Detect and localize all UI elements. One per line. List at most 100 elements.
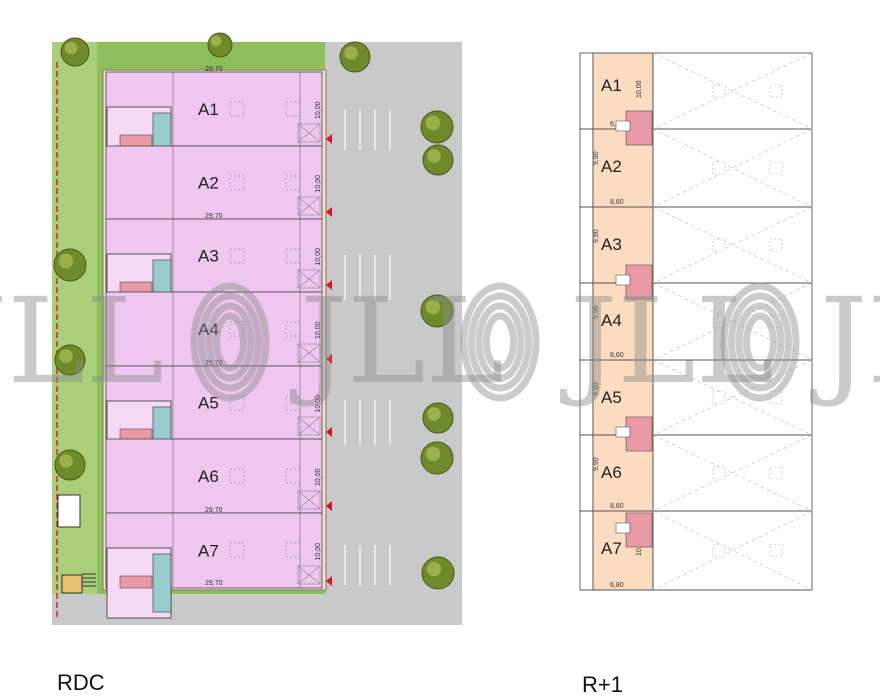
void-cross <box>652 206 813 284</box>
unit-height-dim: 10,00 <box>315 101 322 119</box>
unit-label: A5 <box>601 388 622 407</box>
loading-door-cross <box>297 565 321 585</box>
fixture-mark <box>229 468 245 484</box>
stairs <box>625 416 653 452</box>
tree-highlight <box>425 115 441 131</box>
fixture-mark <box>769 238 783 252</box>
upper-unit-a2: A29,908,60 <box>580 128 813 208</box>
landing <box>615 522 631 534</box>
void-cross <box>652 434 813 512</box>
loading-door-cross <box>297 269 321 289</box>
void-cross <box>652 359 813 436</box>
unit-label: A1 <box>198 100 219 119</box>
fixture-mark <box>712 315 726 328</box>
lawn-strip <box>52 42 97 625</box>
fixture-mark <box>712 544 726 557</box>
fixture-mark <box>285 321 301 337</box>
loading-door-box <box>297 343 321 363</box>
unit-label: A6 <box>601 463 622 482</box>
landing <box>615 120 631 132</box>
fixture-mark <box>229 175 245 191</box>
fixture-mark <box>769 84 783 98</box>
loading-door-box <box>297 269 321 289</box>
unit-bottom-dim: 6,80 <box>610 582 624 589</box>
void-cross <box>652 434 813 512</box>
fixture-mark <box>229 395 245 411</box>
fixture-mark <box>769 161 783 175</box>
fixture-mark <box>712 238 726 252</box>
stairs <box>119 134 153 148</box>
watermark-logo-ring <box>460 282 540 402</box>
tree-highlight <box>59 349 73 363</box>
stairs <box>625 264 653 300</box>
unit-label: A7 <box>601 539 622 558</box>
parking-bays <box>344 110 391 585</box>
ground-unit-a1: A1 10,00 <box>105 71 332 178</box>
unit-label: A6 <box>198 467 219 486</box>
fixture-mark <box>769 544 783 557</box>
loading-door-cross <box>297 416 321 436</box>
fixture-mark <box>712 466 726 480</box>
stairs <box>119 575 153 589</box>
fixture-mark <box>769 391 783 404</box>
loading-door-cross <box>297 196 321 216</box>
entrance-marker <box>326 354 332 364</box>
tree-highlight <box>59 454 73 468</box>
upper-floor-caption: R+1 <box>582 672 623 697</box>
tree-highlight <box>425 446 441 462</box>
unit-bottom-dim: 8,60 <box>610 199 624 206</box>
watermark-logo-ring <box>743 312 777 372</box>
entrance-marker <box>326 207 332 217</box>
watermark-logo-ring <box>475 302 525 382</box>
watermark-text: JLL <box>560 272 774 410</box>
fixture-mark <box>769 315 783 328</box>
fixture-mark <box>712 161 726 175</box>
fixture-mark <box>712 84 726 98</box>
utility-box <box>57 494 81 528</box>
loading-door-box <box>297 416 321 436</box>
void-cross <box>652 282 813 361</box>
fixture-mark <box>285 468 301 484</box>
tree-highlight <box>427 407 441 421</box>
entrance-marker <box>326 427 332 437</box>
stair-box <box>61 574 83 594</box>
stairs <box>625 110 653 146</box>
loading-door-cross <box>297 490 321 510</box>
void-cross <box>652 128 813 208</box>
fixture-mark <box>285 542 301 558</box>
fixture-mark <box>229 248 245 264</box>
trees <box>53 32 455 590</box>
entrance-marker <box>326 576 332 586</box>
fixture-mark <box>285 395 301 411</box>
loading-door-cross <box>297 343 321 363</box>
unit-height-dim: 10,00 <box>315 543 322 561</box>
watermark-text: JLL <box>0 272 164 410</box>
watermark-logo-ring <box>728 292 792 392</box>
unit-side-dim: 9,90 <box>593 305 600 319</box>
loading-door-box <box>297 196 321 216</box>
unit-height-dim: 10,00 <box>315 395 322 413</box>
unit-label: A2 <box>198 174 219 193</box>
watermark-logo-ring <box>198 292 262 392</box>
unit-bottom-dim: 8,60 <box>610 352 624 359</box>
fixture-mark <box>229 542 245 558</box>
watermark-logo-ring <box>190 282 270 402</box>
tree-highlight <box>425 299 441 315</box>
unit-label: A1 <box>601 76 622 95</box>
entrance-marks <box>82 573 96 587</box>
unit-height-dim: 10,00 <box>315 175 322 193</box>
loading-door-box <box>297 123 321 143</box>
unit-label: A2 <box>601 157 622 176</box>
fixture-mark <box>712 391 726 404</box>
watermark-logo-ring <box>468 292 532 392</box>
watermark-logo-ring <box>205 302 255 382</box>
tree-highlight <box>210 35 222 47</box>
fixture-mark <box>229 101 245 117</box>
unit-label: A4 <box>198 320 219 339</box>
fixture-mark <box>285 175 301 191</box>
